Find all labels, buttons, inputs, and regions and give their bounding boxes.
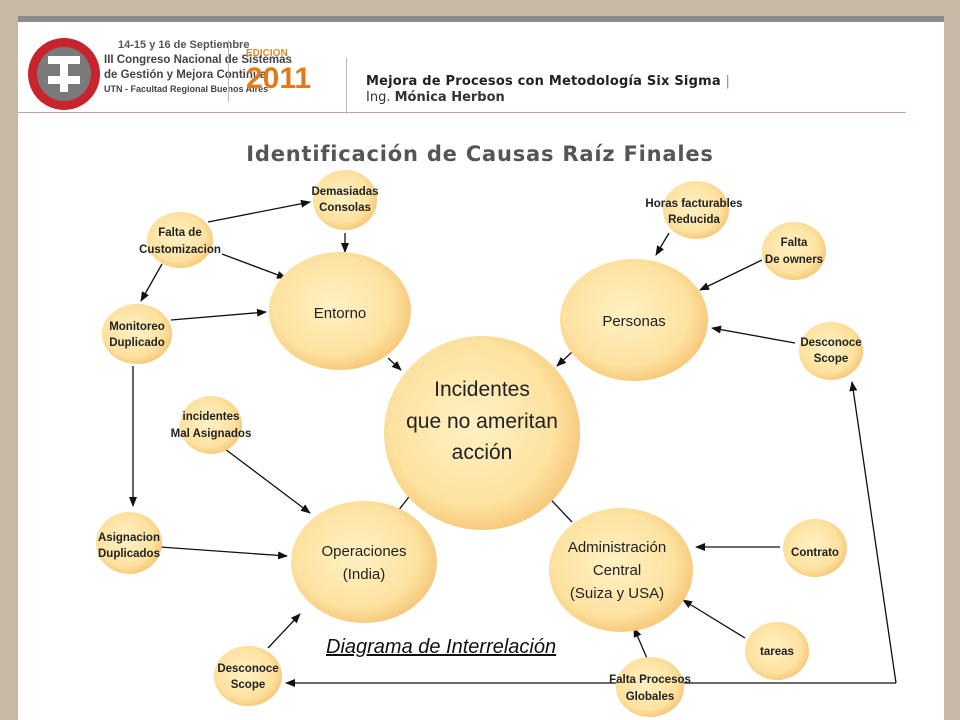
event-name-line2: de Gestión y Mejora Continua: [104, 69, 267, 81]
header-rule: [18, 112, 906, 113]
event-dates: 14-15 y 16 de Septiembre: [118, 39, 249, 51]
arrow-malasignados-operaciones: [224, 448, 311, 514]
arrow-customizacion-consolas: [207, 199, 311, 223]
arrow-customizacion-entorno: [221, 253, 287, 279]
title-separator: |: [725, 74, 731, 89]
arrow-entorno-incidentes: [387, 357, 402, 371]
diagram-caption: Diagrama de Interrelación: [326, 636, 557, 658]
presentation-title: Mejora de Procesos con Metodología Six S…: [366, 74, 731, 89]
event-name-line1: III Congreso Nacional de Sistemas: [104, 54, 292, 66]
arrow-customizacion-monitoreo: [140, 263, 163, 302]
slide-title: Identificación de Causas Raíz Finales: [246, 142, 714, 166]
node-contrato: Contrato: [783, 519, 847, 577]
event-org: UTN - Facultad Regional Buenos Aires: [104, 84, 268, 94]
arrow-tareas-administracion: [682, 599, 746, 639]
node-tareas: tareas: [745, 622, 809, 680]
svg-text:tareas: tareas: [760, 646, 794, 658]
arrow-personas-incidentes: [556, 351, 573, 367]
arrow-scope-personas: [711, 325, 796, 344]
svg-text:Personas: Personas: [602, 313, 665, 330]
edition-label: EDICION: [246, 48, 288, 59]
presentation-author: Ing. Mónica Herbon: [366, 90, 505, 105]
arrow-scope-operaciones: [267, 613, 301, 649]
arrow-monitoreo-entorno: [170, 308, 267, 321]
svg-text:Contrato: Contrato: [791, 547, 839, 559]
top-bar: [18, 16, 944, 22]
node-personas: Personas: [560, 259, 708, 381]
node-entorno: Entorno: [269, 252, 411, 370]
node-operaciones: Operaciones(India): [291, 501, 437, 623]
author-name: Mónica Herbon: [394, 90, 505, 105]
arrow-asignacion-operaciones: [159, 546, 288, 560]
header-divider: [346, 58, 347, 114]
svg-text:Operaciones(India): Operaciones(India): [321, 543, 406, 583]
logo-divider: [228, 40, 229, 102]
arrow-owners-personas: [699, 259, 763, 291]
arrow-horas-personas: [655, 232, 670, 256]
congress-logo: 14-15 y 16 de Septiembre III Congreso Na…: [28, 38, 311, 110]
svg-text:Entorno: Entorno: [314, 305, 367, 322]
edition-year: 2011: [246, 62, 311, 95]
arrow-feedback-scope-right: [849, 381, 897, 684]
